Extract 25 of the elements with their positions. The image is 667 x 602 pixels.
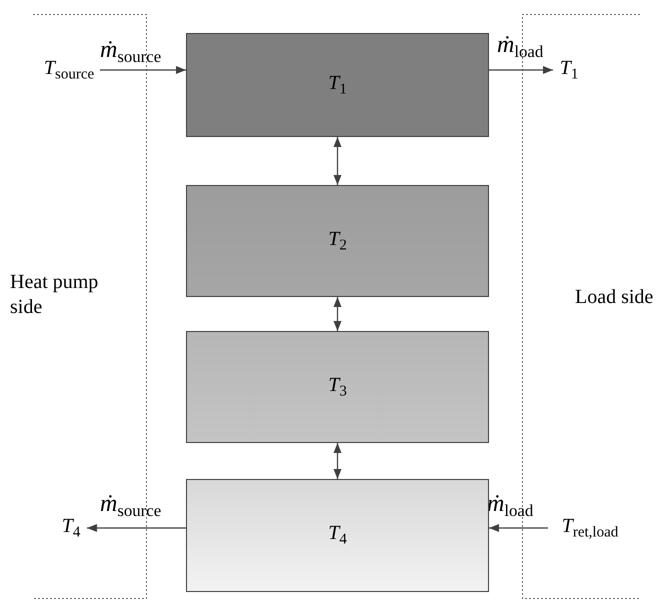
tank-layer-box xyxy=(186,33,489,137)
temperature-label: T$_{1}$ xyxy=(560,58,578,82)
temperature-label: T$_{4}$ xyxy=(62,516,80,540)
side-label: Heat pump side xyxy=(10,270,100,320)
tank-layer-box xyxy=(186,331,489,443)
arrow xyxy=(334,137,342,185)
arrow xyxy=(334,297,342,331)
edge-label: ṁ$_{source}$ xyxy=(100,38,162,66)
edge-label: ṁ$_{load}$ xyxy=(487,492,534,520)
temperature-label: T$_{source}$ xyxy=(44,58,94,82)
tank-layer-box xyxy=(186,479,489,592)
arrow xyxy=(334,443,342,479)
side-label: Load side xyxy=(575,285,654,310)
edge-label: ṁ$_{source}$ xyxy=(100,492,162,520)
edge-label: ṁ$_{load}$ xyxy=(497,33,544,61)
temperature-label: T$_{3}$ xyxy=(328,374,347,400)
arrow xyxy=(489,524,548,532)
tank-layer-box xyxy=(186,185,489,297)
arrow xyxy=(489,66,553,74)
arrow xyxy=(100,66,186,74)
arrow xyxy=(87,524,186,532)
temperature-label: T$_{2}$ xyxy=(328,228,347,254)
temperature-label: T$_{1}$ xyxy=(328,72,347,98)
temperature-label: T$_{ret,load}$ xyxy=(562,516,618,540)
temperature-label: T$_{4}$ xyxy=(328,523,347,548)
